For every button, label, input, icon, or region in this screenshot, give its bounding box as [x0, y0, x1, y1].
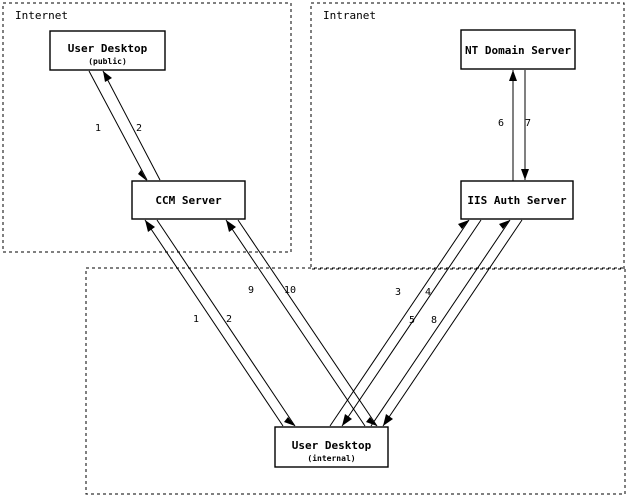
node-user-desktop-internal-title: User Desktop — [292, 439, 372, 452]
step-label-4: 4 — [425, 287, 431, 298]
flow-line-4 — [341, 219, 482, 427]
node-nt-domain-server[interactable]: NT Domain Server — [460, 29, 576, 70]
arrow-head-4 — [342, 414, 352, 426]
zone-internal-lan — [85, 267, 626, 495]
arrow-head-1-internal — [145, 220, 155, 232]
step-label-6: 6 — [498, 118, 504, 129]
step-label-5: 5 — [409, 315, 415, 326]
node-user-desktop-public[interactable]: User Desktop (public) — [49, 30, 166, 71]
node-user-desktop-internal-subtitle: (internal) — [307, 453, 355, 463]
step-label-9: 9 — [248, 285, 254, 296]
node-ccm-server-box[interactable] — [131, 180, 246, 220]
zone-internet-label: Internet — [15, 9, 68, 22]
step-label-1-public: 1 — [95, 123, 101, 134]
arrow-head-6 — [509, 70, 517, 81]
step-label-1-internal: 1 — [193, 314, 199, 325]
arrow-head-2-public — [103, 71, 112, 82]
step-label-2-public: 2 — [136, 123, 142, 134]
step-label-3: 3 — [395, 287, 401, 298]
step-label-10: 10 — [284, 285, 296, 296]
zone-internet: Internet — [2, 2, 292, 253]
arrow-head-5 — [499, 220, 510, 229]
flow-line-2-internal — [156, 219, 296, 427]
flow-line-9 — [225, 219, 366, 427]
step-label-2-internal: 2 — [226, 314, 232, 325]
flow-line-1-public — [88, 70, 148, 181]
zone-intranet: Intranet — [310, 2, 625, 270]
node-user-desktop-public-subtitle: (public) — [88, 56, 127, 66]
zone-internal-lan-boundary — [85, 267, 626, 495]
arrow-head-10 — [366, 417, 377, 426]
flow-line-5 — [370, 219, 511, 427]
arrow-head-9 — [226, 220, 236, 232]
flow-line-2-public — [102, 70, 161, 181]
flow-line-3 — [329, 219, 470, 427]
step-labels: 1 2 1 2 3 4 5 6 7 8 9 10 — [95, 118, 531, 326]
node-ccm-server[interactable]: CCM Server — [131, 180, 246, 220]
node-user-desktop-public-title: User Desktop — [68, 42, 148, 55]
arrow-head-3 — [458, 220, 469, 229]
flow-internal-desktop-ccm-910 — [225, 219, 378, 427]
flow-internal-desktop-ccm-12 — [144, 219, 296, 427]
zone-internet-boundary — [2, 2, 292, 253]
node-user-desktop-internal-box[interactable] — [274, 426, 389, 468]
flow-iis-nt-domain — [509, 70, 529, 181]
node-nt-domain-server-title: NT Domain Server — [465, 44, 571, 57]
flow-internal-desktop-iis-34 — [329, 219, 482, 427]
step-label-8: 8 — [431, 315, 437, 326]
node-user-desktop-public-box[interactable] — [49, 30, 166, 71]
zone-intranet-boundary — [310, 2, 625, 270]
flow-line-1-internal — [144, 219, 284, 427]
flow-internal-desktop-iis-58 — [370, 219, 523, 427]
node-iis-auth-server-title: IIS Auth Server — [467, 194, 567, 207]
arrow-head-2-internal — [284, 417, 295, 426]
flow-line-10 — [237, 219, 378, 427]
flow-line-8 — [382, 219, 523, 427]
flow-public-desktop-ccm — [88, 70, 161, 181]
arrow-head-8 — [383, 414, 393, 426]
node-nt-domain-server-box[interactable] — [460, 29, 576, 70]
node-iis-auth-server[interactable]: IIS Auth Server — [460, 180, 574, 220]
node-iis-auth-server-box[interactable] — [460, 180, 574, 220]
zone-intranet-label: Intranet — [323, 9, 376, 22]
arrow-head-7 — [521, 169, 529, 180]
node-ccm-server-title: CCM Server — [155, 194, 222, 207]
arrow-head-1-public — [138, 170, 147, 181]
node-user-desktop-internal[interactable]: User Desktop (internal) — [274, 426, 389, 468]
step-label-7: 7 — [525, 118, 531, 129]
